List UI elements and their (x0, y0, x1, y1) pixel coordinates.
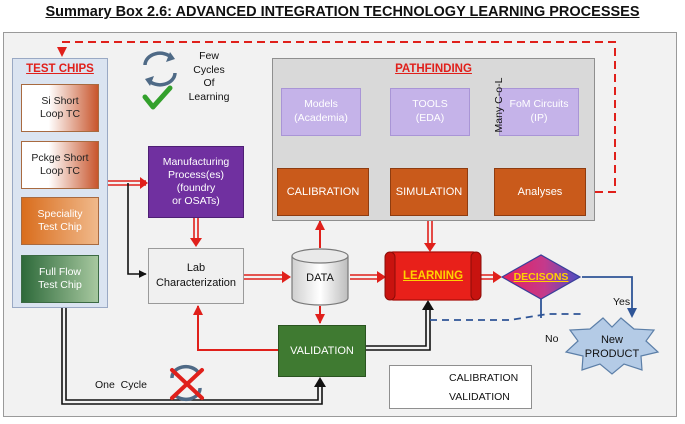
legend (389, 365, 532, 409)
full-flow-test-chip: Full Flow Test Chip (21, 255, 99, 303)
validation-to-lab-arrow (193, 305, 278, 351)
manufacturing-process-box: Manufacturing Process(es) (foundry or OS… (148, 146, 244, 218)
simulation-box: SIMULATION (390, 168, 468, 216)
models-academia-box: Models (Academia) (281, 88, 361, 136)
no-label: No (545, 333, 559, 345)
tools-eda-box: TOOLS (EDA) (390, 88, 470, 136)
crossed-cycle-icon (170, 364, 204, 402)
testchips-to-manufacturing-arrow (108, 180, 146, 186)
new-product-burst (564, 317, 660, 375)
yes-label: Yes (613, 296, 631, 308)
lab-characterization-box: Lab Characterization (148, 248, 244, 304)
few-cycles-label: Few Cycles Of Learning (188, 50, 230, 103)
testchips-to-lab-arrow (127, 183, 147, 278)
fom-circuits-box: FoM Circuits (IP) (499, 88, 579, 136)
page-title: Summary Box 2.6: ADVANCED INTEGRATION TE… (45, 4, 640, 20)
si-short-loop-tc: Si Short Loop TC (21, 84, 99, 132)
lab-to-data-arrow (244, 274, 286, 280)
analyses-box: Analyses (494, 168, 586, 216)
package-short-loop-tc: Pckge Short Loop TC (21, 141, 99, 189)
new-product-label: New PRODUCT (584, 333, 640, 360)
legend-calibration-label: CALIBRATION (449, 372, 519, 384)
one-cycle-label: One Cycle (95, 379, 147, 391)
decisions-no-dashed-line (430, 313, 583, 321)
feedback-dashed-arrow (57, 41, 616, 193)
speciality-test-chip: Speciality Test Chip (21, 197, 99, 245)
legend-validation-label: VALIDATION (449, 391, 510, 403)
calibration-box: CALIBRATION (277, 168, 369, 216)
validation-box: VALIDATION (278, 325, 366, 377)
green-check-icon (142, 85, 173, 110)
recycle-cycle-icon (143, 51, 177, 87)
test-chips-heading: TEST CHIPS (26, 63, 94, 75)
decisions-label: DECISONS (513, 271, 569, 283)
pathfinding-heading: PATHFINDING (395, 63, 472, 75)
learning-label: LEARNING (402, 270, 464, 282)
pathfinding-to-learning-arrow (427, 221, 433, 247)
decisions-yes-arrow (582, 276, 633, 313)
many-col-label: Many C-o-L (493, 77, 505, 133)
learning-scroll (384, 251, 482, 301)
validation-to-learning-arrow (366, 308, 431, 351)
data-cylinder (291, 248, 349, 306)
data-to-learning-arrow (350, 274, 380, 280)
decisions-diamond (500, 254, 582, 300)
data-label: DATA (306, 272, 334, 284)
